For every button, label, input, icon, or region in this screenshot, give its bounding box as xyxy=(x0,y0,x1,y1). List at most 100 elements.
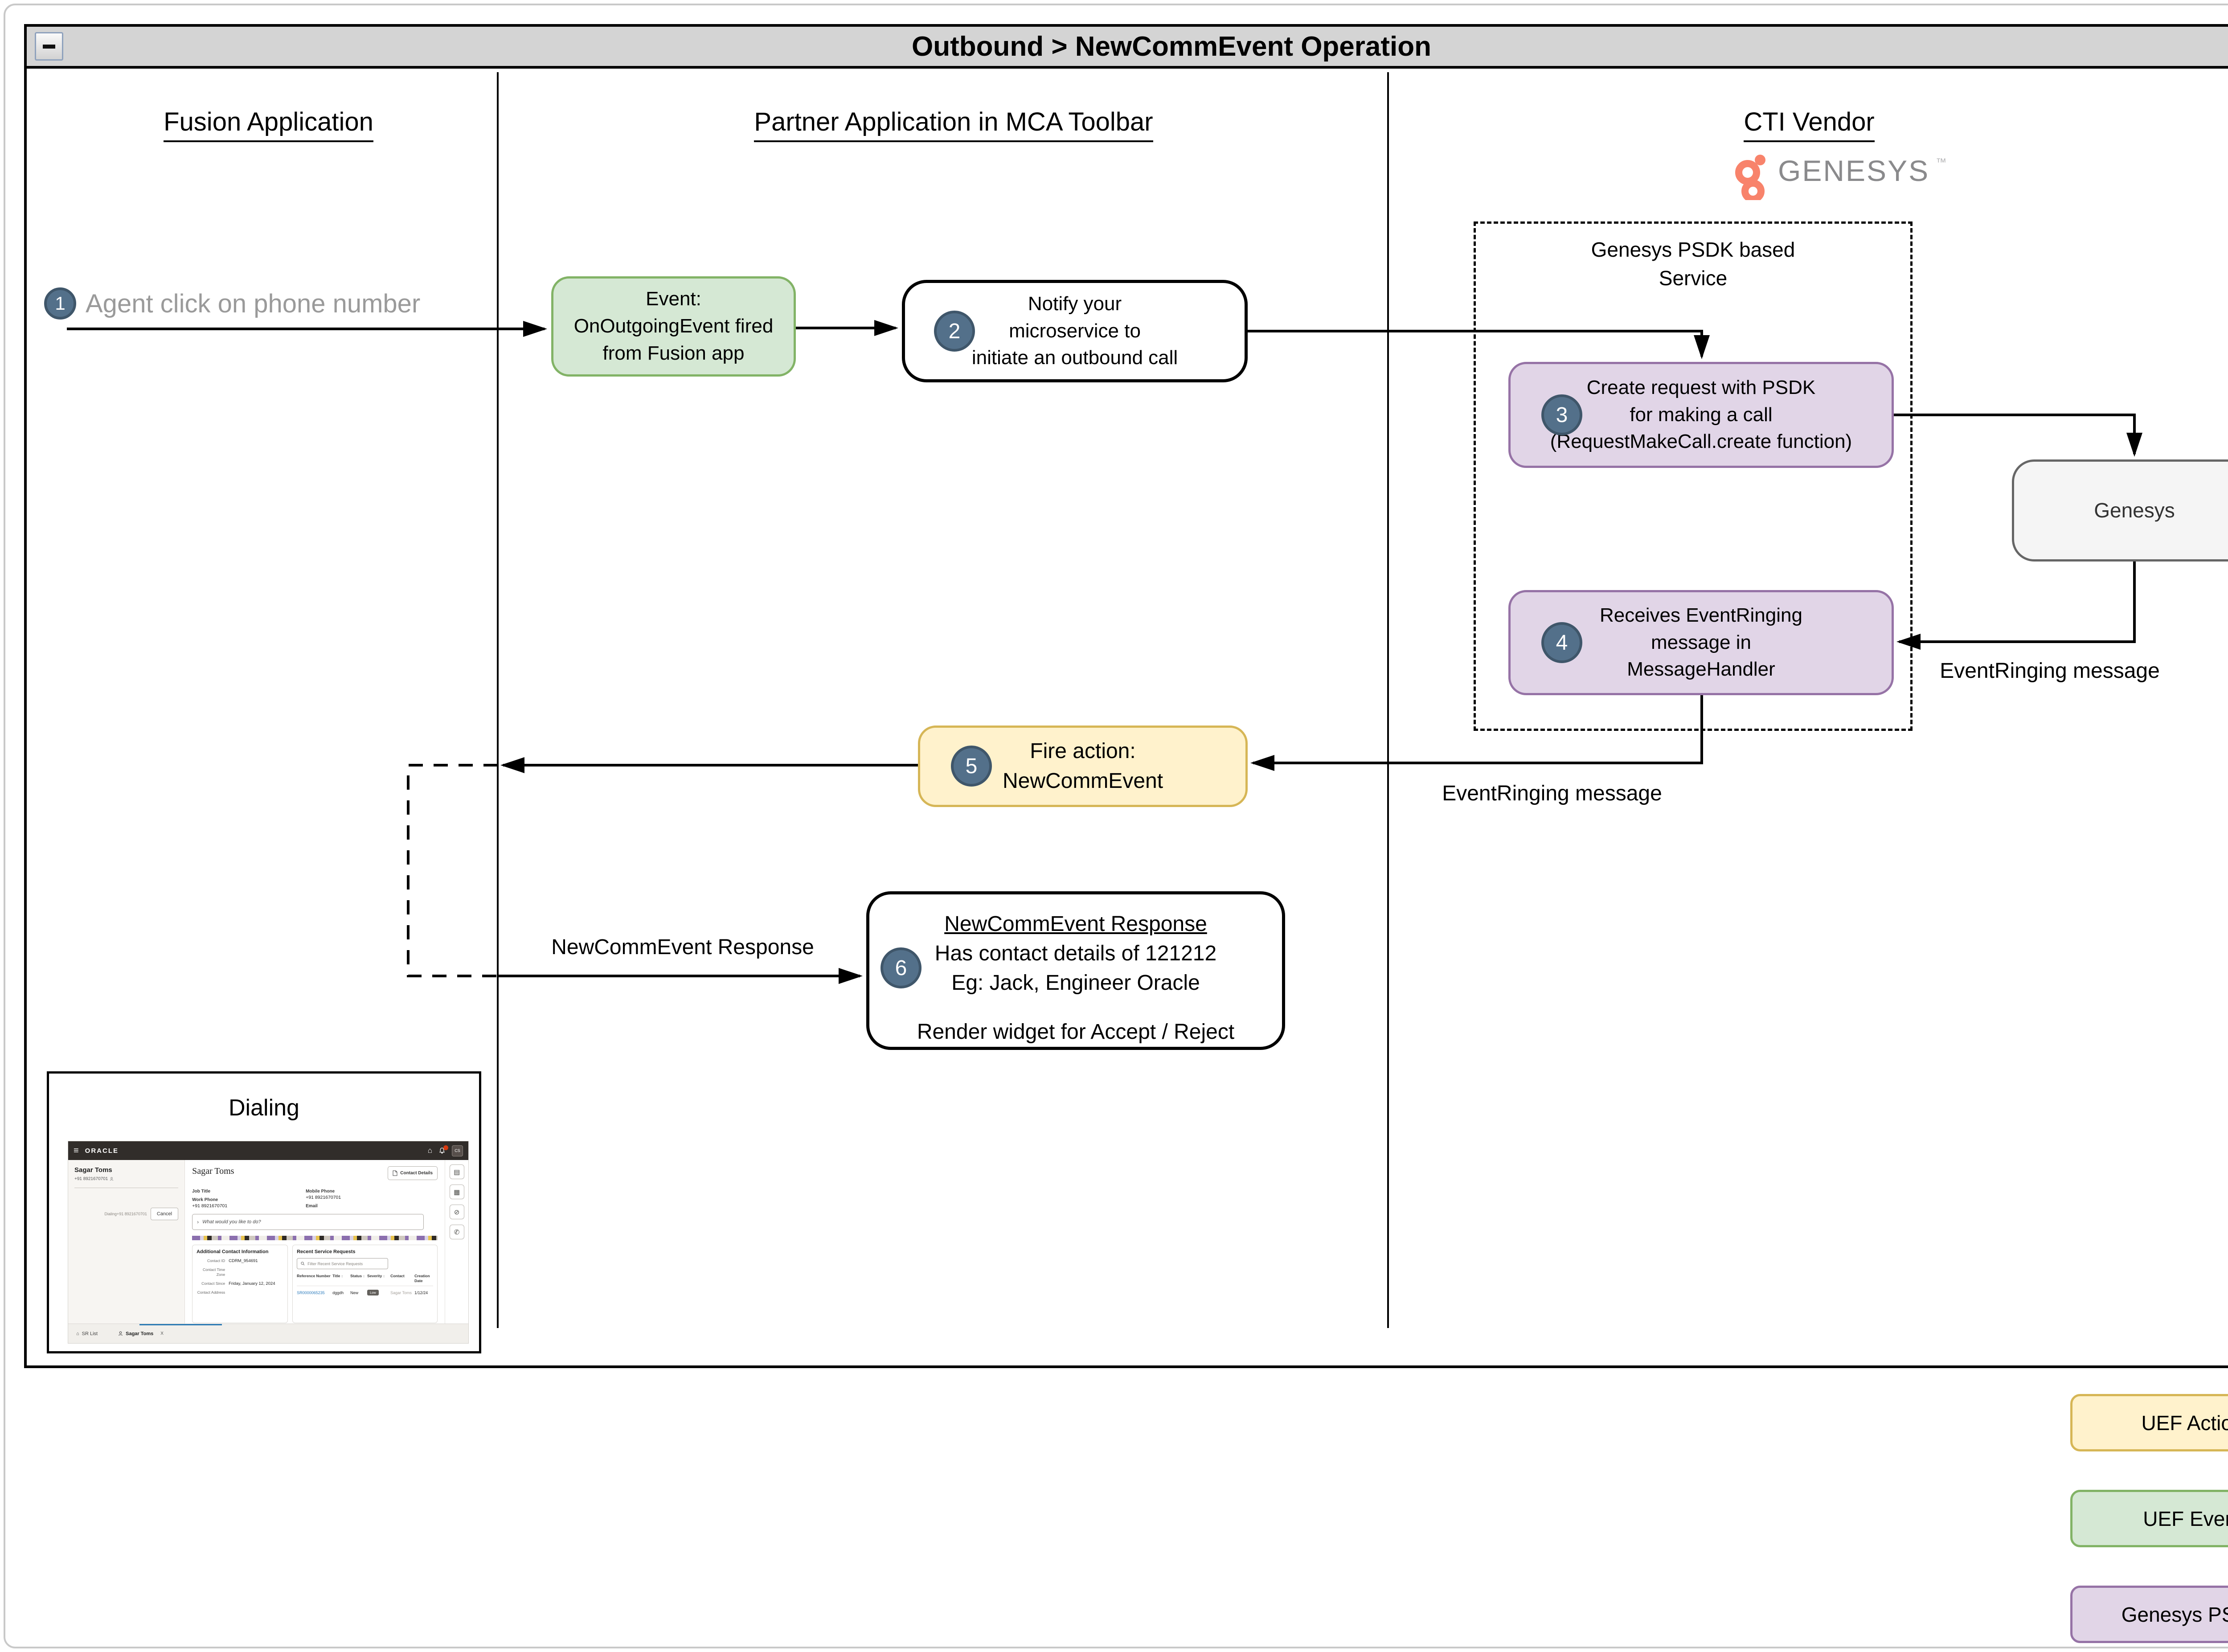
legend-genesys-psdk: Genesys PSDK xyxy=(2070,1586,2228,1643)
collapse-button[interactable] xyxy=(35,32,63,61)
lane-header-label: Partner Application in MCA Toolbar xyxy=(754,107,1153,142)
newcommevent-response-box: NewCommEvent Response Has contact detail… xyxy=(866,891,1285,1050)
lane-header-fusion-application: Fusion Application xyxy=(154,107,383,142)
search-icon xyxy=(301,1262,305,1266)
close-tab-icon[interactable]: X xyxy=(160,1331,164,1336)
node-line: Genesys xyxy=(2094,498,2175,522)
legend-label: Genesys PSDK xyxy=(2121,1603,2228,1626)
calendar-icon-button[interactable]: ▤ xyxy=(449,1164,464,1179)
decorative-banner-strip xyxy=(192,1236,438,1240)
thumbnail-body: Sagar Toms +91 8921670701 Dialing+91 892… xyxy=(68,1160,468,1324)
card-title: Additional Contact Information xyxy=(197,1249,269,1254)
person-icon xyxy=(110,1177,114,1181)
additional-contact-info-card: Additional Contact Information Contact I… xyxy=(192,1245,288,1323)
service-request-row: SR0000065235 dggdh New Low Sagar Toms 1/… xyxy=(297,1290,433,1296)
column-header[interactable]: Status ↕ xyxy=(350,1274,365,1278)
field-label-email: Email xyxy=(306,1204,318,1209)
step-circle-1: 1 xyxy=(44,287,76,320)
node-line: Receives EventRinging xyxy=(1600,604,1802,626)
genesys-logo-icon xyxy=(1735,155,1765,200)
edge-label-eventringing-right: EventRinging message xyxy=(1940,659,2160,683)
sr-title: dggdh xyxy=(332,1290,344,1295)
sr-creation-date: 1/12/24 xyxy=(414,1290,428,1295)
lane-header-cti-vendor: CTI Vendor xyxy=(1738,107,1880,142)
arrow-create-request-to-genesys xyxy=(1894,414,2142,457)
info-value xyxy=(229,1267,283,1277)
oracle-app-thumbnail: ≡ ORACLE ⌂ CS Sagar Toms +91 8921670701 xyxy=(68,1141,469,1344)
field-value-work-phone: +91 8921670701 xyxy=(192,1203,228,1209)
chevron-right-icon: › xyxy=(197,1219,199,1225)
caller-name: Sagar Toms xyxy=(74,1166,112,1174)
info-value xyxy=(229,1290,283,1295)
step-circle-3: 3 xyxy=(1541,394,1582,435)
create-request-psdk-box: Create request with PSDK for making a ca… xyxy=(1508,362,1894,468)
block-icon-button[interactable]: ⊘ xyxy=(449,1205,464,1219)
step-circle-5: 5 xyxy=(951,746,992,787)
field-value-mobile-phone: +91 8921670701 xyxy=(306,1195,341,1200)
oracle-brand: ORACLE xyxy=(85,1147,119,1155)
node-line: Event: xyxy=(646,288,701,310)
what-would-you-like-input[interactable]: › What would you like to do? xyxy=(192,1214,424,1230)
tab-sr-list[interactable]: ⌂ SR List xyxy=(76,1331,98,1336)
caller-phone: +91 8921670701 xyxy=(74,1176,178,1181)
info-label: Contact Address xyxy=(197,1290,225,1295)
arrow-genesys-to-receives-box xyxy=(1896,562,2136,650)
column-header: Contact xyxy=(390,1274,405,1278)
node-line: (RequestMakeCall.create function) xyxy=(1550,430,1852,453)
column-header: Creation Date xyxy=(414,1274,430,1283)
info-row: Contact Time Zone xyxy=(197,1267,283,1277)
tab-sagar-toms[interactable]: Sagar Toms X xyxy=(118,1331,164,1336)
genesys-trademark: ™ xyxy=(1936,156,1947,168)
hamburger-menu-icon[interactable]: ≡ xyxy=(74,1145,79,1156)
step-circle-6: 6 xyxy=(881,947,922,988)
severity-badge: Low xyxy=(367,1290,379,1296)
step-number: 3 xyxy=(1556,403,1568,427)
info-label: Contact Since xyxy=(201,1281,225,1286)
edge-label-newcommevent-response: NewCommEvent Response xyxy=(551,935,814,959)
column-header: Reference Number xyxy=(297,1274,331,1278)
sort-icon: ↕ xyxy=(383,1274,385,1278)
phone-icon-button[interactable]: ✆ xyxy=(449,1225,464,1239)
field-label-work-phone: Work Phone xyxy=(192,1197,218,1202)
field-label-job-title: Job Title xyxy=(192,1189,211,1194)
notifications-bell-icon[interactable] xyxy=(438,1145,448,1155)
document-edit-icon xyxy=(393,1170,397,1176)
node-line: Fire action: xyxy=(1030,739,1136,763)
response-box-title: NewCommEvent Response xyxy=(944,912,1207,936)
home-icon[interactable]: ⌂ xyxy=(427,1146,432,1155)
sr-contact: Sagar Toms xyxy=(390,1290,412,1295)
step-number: 5 xyxy=(965,754,978,778)
grid-icon-button[interactable]: ▦ xyxy=(449,1185,464,1199)
step-number: 6 xyxy=(895,956,907,980)
sr-reference-link[interactable]: SR0000065235 xyxy=(297,1290,325,1295)
contact-main-panel: Sagar Toms Contact Details Job Title Wor… xyxy=(185,1160,445,1324)
step-circle-4: 4 xyxy=(1541,622,1582,663)
active-tab-indicator xyxy=(139,1324,222,1325)
node-line: Notify your xyxy=(1028,292,1122,315)
diagram-titlebar: Outbound > NewCommEvent Operation xyxy=(24,24,2228,69)
info-label: Contact Time Zone xyxy=(203,1267,225,1277)
filter-placeholder: Filter Recent Service Requests xyxy=(307,1261,363,1266)
home-icon: ⌂ xyxy=(76,1331,79,1336)
info-row: Contact Address xyxy=(197,1290,283,1295)
legend-label: UEF Event xyxy=(2143,1507,2228,1530)
step1-label: Agent click on phone number xyxy=(86,289,421,318)
contact-details-button[interactable]: Contact Details xyxy=(388,1166,438,1180)
column-header[interactable]: Severity ↕ xyxy=(367,1274,385,1278)
filter-service-requests-input[interactable]: Filter Recent Service Requests xyxy=(297,1258,389,1269)
arrow-receives-box-to-fire-action xyxy=(1250,695,1703,771)
genesys-logo: GENESYS ™ xyxy=(1731,154,1946,200)
step-number: 4 xyxy=(1556,631,1568,655)
column-header[interactable]: Title ↕ xyxy=(332,1274,343,1278)
legend-uef-event: UEF Event xyxy=(2070,1490,2228,1547)
node-line: message in xyxy=(1651,631,1751,653)
node-line: Eg: Jack, Engineer Oracle xyxy=(951,971,1200,995)
user-avatar[interactable]: CS xyxy=(452,1145,463,1156)
genesys-node: Genesys xyxy=(2012,459,2228,562)
lane-header-partner-application: Partner Application in MCA Toolbar xyxy=(733,107,1174,142)
dialing-caption: Dialing xyxy=(229,1095,299,1121)
dialing-status-text: Dialing+91 8921670701 xyxy=(104,1212,147,1216)
cancel-call-button[interactable]: Cancel xyxy=(150,1208,179,1220)
event-onoutgoingevent-box: Event: OnOutgoingEvent fired from Fusion… xyxy=(551,276,796,377)
step-number: 2 xyxy=(948,319,961,343)
